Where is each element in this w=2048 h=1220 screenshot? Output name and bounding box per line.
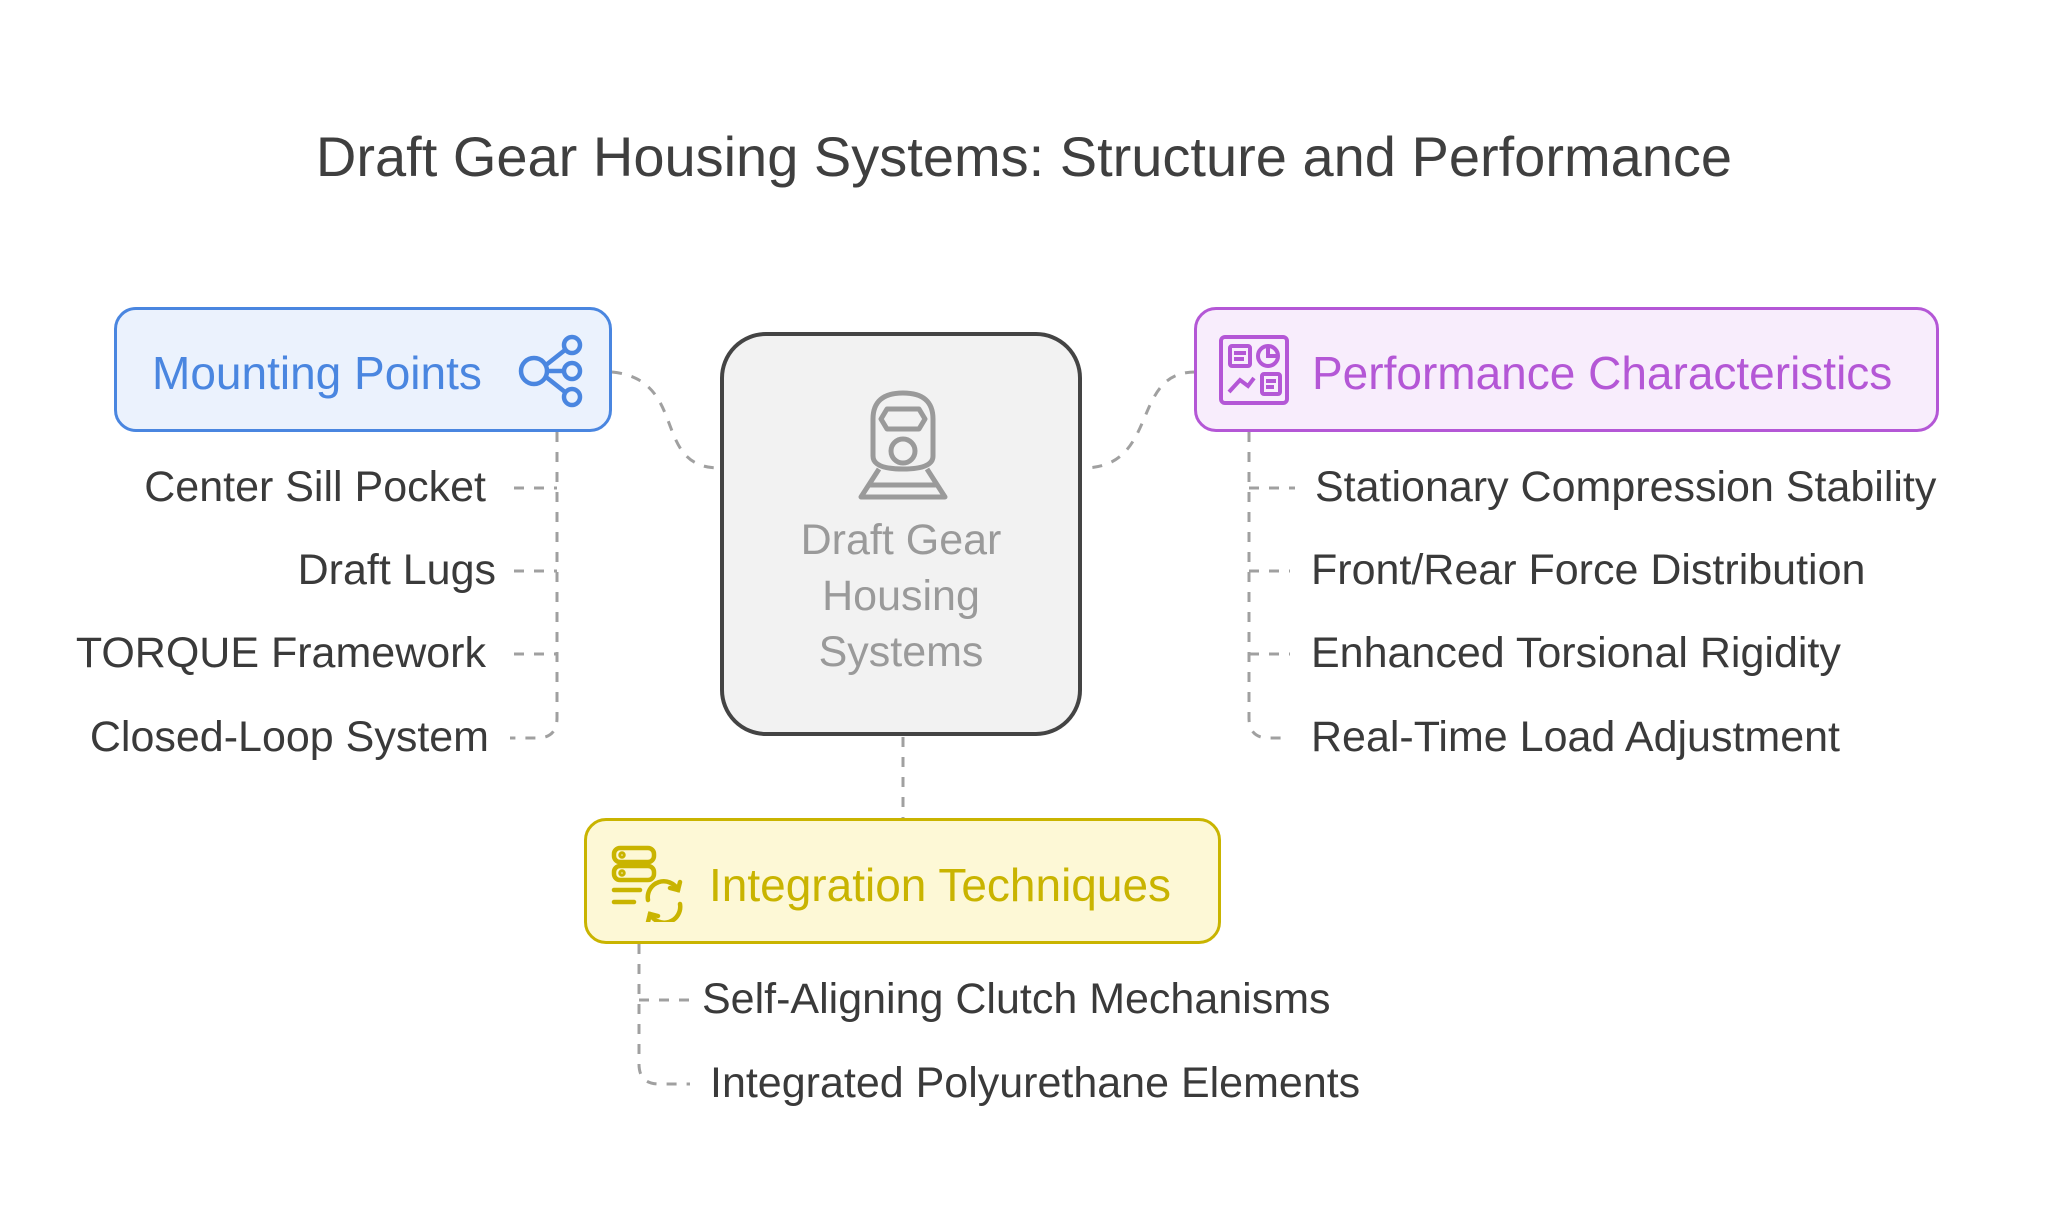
share-nodes-icon	[518, 334, 583, 408]
mounting-points-label: Mounting Points	[152, 347, 482, 399]
integration-techniques-box	[584, 818, 1221, 944]
diagram-title: Draft Gear Housing Systems: Structure an…	[315, 125, 1733, 188]
dashboard-icon	[1219, 335, 1289, 405]
mounting-item-2: Draft Lugs	[297, 546, 496, 594]
performance-characteristics-box	[1194, 307, 1939, 432]
mounting-points-box	[114, 307, 612, 432]
performance-item-3: Enhanced Torsional Rigidity	[1311, 629, 1841, 677]
center-label-line-3: Systems	[818, 628, 984, 676]
server-sync-icon	[611, 845, 683, 922]
train-front-icon	[858, 390, 948, 500]
integration-item-1: Self-Aligning Clutch Mechanisms	[702, 975, 1331, 1023]
performance-item-1: Stationary Compression Stability	[1315, 463, 1937, 511]
connector-integration-trunk	[637, 944, 690, 1086]
performance-item-2: Front/Rear Force Distribution	[1311, 546, 1866, 594]
connector-performance-trunk	[1247, 432, 1290, 740]
connector-mounting-center	[611, 370, 723, 470]
center-label: Draft Gear Housing Systems	[720, 512, 1082, 680]
center-node	[720, 332, 1082, 736]
integration-techniques-label: Integration Techniques	[709, 859, 1172, 911]
mounting-item-3: TORQUE Framework	[75, 629, 486, 677]
performance-characteristics-label: Performance Characteristics	[1312, 347, 1893, 399]
center-label-line-1: Draft Gear	[800, 516, 1002, 564]
mounting-item-1: Center Sill Pocket	[144, 463, 486, 511]
mounting-item-4: Closed-Loop System	[89, 713, 489, 761]
performance-item-4: Real-Time Load Adjustment	[1311, 713, 1840, 761]
connector-mounting-trunk	[510, 432, 559, 740]
center-label-line-2: Housing	[822, 572, 980, 620]
connector-performance-center	[1082, 370, 1196, 470]
integration-item-2: Integrated Polyurethane Elements	[710, 1059, 1361, 1107]
